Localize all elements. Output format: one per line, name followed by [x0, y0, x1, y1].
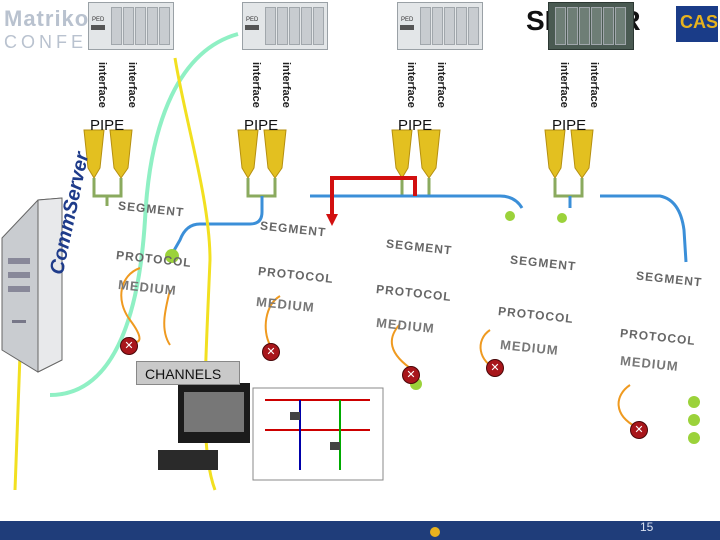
plc-device-2: PED — [242, 2, 328, 50]
interface-label: interface — [126, 62, 138, 108]
plc-device-1: PED — [88, 2, 174, 50]
operator-workstation-graphic — [158, 383, 250, 470]
more-dot-icon — [688, 396, 700, 408]
plc-screen — [91, 25, 105, 30]
pipe-label: PIPE — [398, 117, 433, 134]
footer-bar — [0, 521, 720, 540]
plc-screen — [245, 25, 259, 30]
disconnect-icon: ✕ — [120, 337, 138, 355]
interface-label: interface — [588, 62, 600, 108]
yellow-lines — [13, 57, 217, 491]
more-dot-icon — [688, 432, 700, 444]
interface-label: interface — [405, 62, 417, 108]
plc-label: PED — [246, 17, 259, 23]
interface-label: interface — [280, 62, 292, 108]
interface-label: interface — [96, 62, 108, 108]
disconnect-icon: ✕ — [630, 421, 648, 439]
pipe-funnels — [83, 129, 594, 179]
pipe-label: PIPE — [244, 117, 279, 134]
pipe-segment-lines — [92, 178, 584, 206]
more-dot-icon — [688, 414, 700, 426]
interface-label: interface — [558, 62, 570, 108]
cas-logo: CAS — [676, 6, 718, 42]
plc-device-3: PED — [397, 2, 483, 50]
red-link-line — [330, 176, 417, 220]
channels-label: CHANNELS — [136, 361, 240, 385]
cas-logo-text: CAS — [680, 12, 719, 32]
brand-line1: Matrikon — [4, 6, 104, 31]
plc-device-4-siemens — [548, 2, 634, 50]
interface-label: interface — [250, 62, 262, 108]
plc-label: PED — [92, 17, 105, 23]
process-mimic-graphic — [252, 387, 384, 481]
pipe-label: PIPE — [552, 117, 587, 134]
disconnect-icon: ✕ — [486, 359, 504, 377]
pipe-label: PIPE — [90, 117, 125, 134]
server-tower-graphic — [1, 197, 63, 373]
disconnect-icon: ✕ — [402, 366, 420, 384]
mint-link-line — [49, 32, 239, 397]
page-number: 15 — [640, 520, 654, 534]
segment-protocol-lines — [170, 194, 688, 263]
plc-label: PED — [401, 17, 414, 23]
footer-dot-icon — [430, 527, 440, 537]
plc-screen — [400, 25, 414, 30]
red-arrow-head — [326, 214, 338, 226]
interface-label: interface — [435, 62, 447, 108]
disconnect-icon: ✕ — [262, 343, 280, 361]
